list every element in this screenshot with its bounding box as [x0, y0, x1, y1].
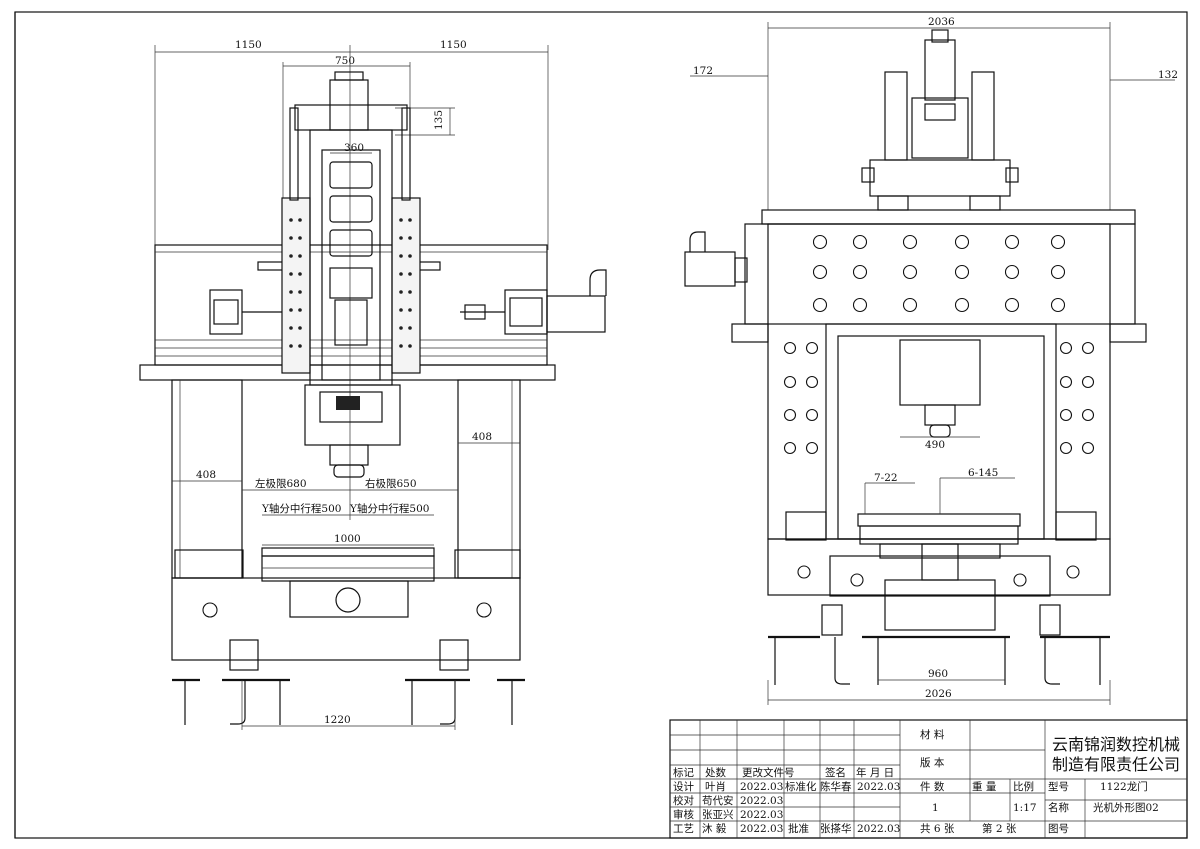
- dim-base-span: 1220: [324, 714, 351, 726]
- row-design-role2: 标准化: [785, 780, 817, 793]
- dim-foot-inner: 960: [928, 668, 948, 680]
- sheet-border: [14, 11, 1188, 839]
- drawing-number-label: 图号: [1048, 823, 1069, 835]
- row-check-role: 校对: [673, 794, 694, 807]
- weight-label: 重 量: [972, 780, 997, 793]
- row-process-date: 2022.03: [740, 823, 783, 835]
- header-change-doc: 更改文件号: [742, 766, 795, 779]
- row-design-role: 设计: [673, 780, 694, 793]
- header-count: 处数: [705, 766, 726, 779]
- dim-right-limit: 右极限650: [365, 477, 417, 490]
- title-block-text: 云南锦润数控机械 制造有限责任公司 材 料 版 本 件 数 重 量 比例 型号 …: [673, 728, 1180, 835]
- version-label: 版 本: [920, 756, 945, 769]
- title-block: [669, 719, 1188, 839]
- material-label: 材 料: [920, 728, 945, 741]
- dim-ram-width: 750: [335, 55, 355, 67]
- dim-slot-left: 7-22: [874, 472, 898, 484]
- row-design-name: 叶肖: [705, 780, 726, 793]
- name-label: 名称: [1048, 801, 1070, 814]
- dim-y-travel-right: Y轴分中行程500: [349, 502, 429, 515]
- header-mark: 标记: [673, 767, 694, 779]
- dim-slot-right: 6-145: [968, 467, 998, 479]
- row-review-role: 审核: [673, 808, 694, 821]
- model-label: 型号: [1048, 780, 1069, 793]
- dim-table-width: 1000: [334, 533, 361, 545]
- row-process-role2: 批准: [788, 822, 809, 835]
- pieces-label: 件 数: [920, 780, 945, 793]
- row-review-date: 2022.03: [740, 809, 783, 821]
- row-check-name: 苟代安: [702, 794, 734, 807]
- company-name-line1: 云南锦润数控机械: [1052, 735, 1180, 754]
- row-design-name2: 陈华春: [820, 780, 852, 793]
- row-check-date: 2022.03: [740, 795, 783, 807]
- header-sign: 签名: [825, 766, 846, 779]
- dim-overall-width: 2036: [928, 16, 955, 28]
- row-design-date2: 2022.03: [857, 781, 900, 793]
- row-process-role: 工艺: [673, 823, 694, 835]
- sheets-total: 共 6 张: [920, 823, 955, 835]
- header-date: 年 月 日: [856, 766, 894, 779]
- dim-left-limit: 左极限680: [255, 477, 307, 490]
- dim-left-overhang: 172: [693, 65, 713, 77]
- dim-ram-depth: 135: [433, 110, 445, 130]
- row-process-date2: 2022.03: [857, 823, 900, 835]
- dim-side-right: 408: [472, 431, 492, 443]
- company-name-line2: 制造有限责任公司: [1052, 755, 1180, 774]
- side-view-dimensions: 2036 172 132 490 7-22 6-145 960 2026: [693, 16, 1178, 700]
- scale-value: 1:17: [1013, 802, 1037, 814]
- row-process-name: 沐 毅: [702, 822, 727, 835]
- dim-side-left: 408: [196, 469, 216, 481]
- front-view: [139, 45, 607, 730]
- sheet-number: 第 2 张: [982, 822, 1017, 835]
- dim-base-width: 2026: [925, 688, 952, 700]
- dim-right-overhang: 132: [1158, 69, 1178, 81]
- model-value: 1122龙门: [1100, 780, 1148, 793]
- dim-right-span: 1150: [440, 39, 467, 51]
- row-process-name2: 张搽华: [820, 822, 852, 835]
- side-view: [684, 22, 1175, 705]
- dim-ram-inner: 360: [344, 142, 364, 154]
- front-view-dimensions: 1150 1150 750 135 360 408 408 左极限680 右极限…: [196, 39, 492, 726]
- dim-left-span: 1150: [235, 39, 262, 51]
- pieces-value: 1: [932, 802, 939, 814]
- scale-label: 比例: [1013, 780, 1034, 793]
- row-design-date: 2022.03: [740, 781, 783, 793]
- dim-spindle: 490: [925, 439, 945, 451]
- name-value: 光机外形图02: [1093, 801, 1159, 814]
- row-review-name: 张亚兴: [702, 809, 734, 821]
- dim-y-travel-left: Y轴分中行程500: [261, 502, 341, 515]
